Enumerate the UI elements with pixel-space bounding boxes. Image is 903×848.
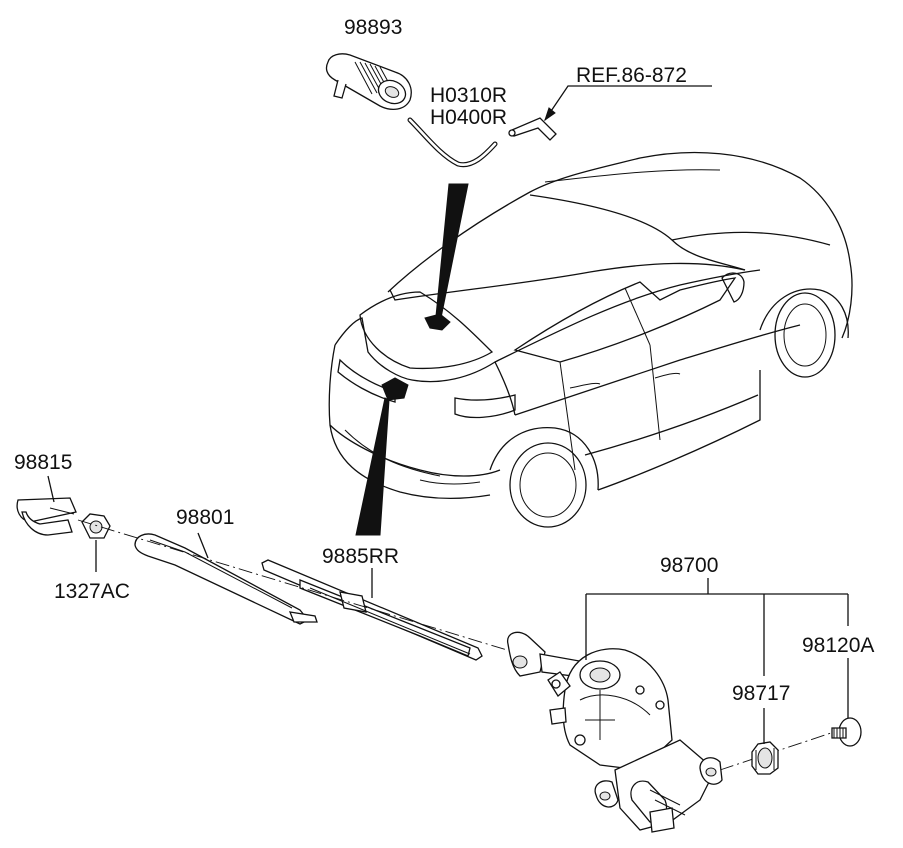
label-1327ac: 1327AC xyxy=(54,580,130,603)
label-h0400r: H0400R xyxy=(430,106,507,129)
label-h0310r: H0310R xyxy=(430,84,507,107)
label-98893: 98893 xyxy=(344,16,402,39)
wiper-cap-part xyxy=(16,475,77,536)
bolt-part xyxy=(831,717,862,747)
washer-hose-part xyxy=(407,117,498,168)
grommet-part xyxy=(751,741,779,775)
wiper-motor-part xyxy=(507,631,723,833)
ref-connector-part xyxy=(508,85,712,141)
label-98815: 98815 xyxy=(14,451,72,474)
label-98801: 98801 xyxy=(176,506,234,529)
assembly-center-line xyxy=(77,519,541,661)
motor-marker xyxy=(381,377,409,401)
label-9885rr: 9885RR xyxy=(322,545,399,568)
washer-nozzle-part xyxy=(325,53,412,111)
pointer-to-hatch xyxy=(355,397,390,536)
pointer-to-roof xyxy=(435,183,469,319)
label-98717: 98717 xyxy=(732,682,790,705)
wiper-arm-part xyxy=(134,532,318,625)
nut-part xyxy=(81,513,111,572)
grommet-center-line xyxy=(719,729,841,771)
nozzle-marker xyxy=(424,313,451,331)
motor-assembly-bracket xyxy=(585,578,849,744)
label-ref-86-872: REF.86-872 xyxy=(576,64,687,87)
vehicle-illustration xyxy=(328,151,853,528)
wiper-blade-part xyxy=(261,559,483,661)
label-98120a: 98120A xyxy=(802,634,874,657)
label-98700: 98700 xyxy=(660,554,718,577)
